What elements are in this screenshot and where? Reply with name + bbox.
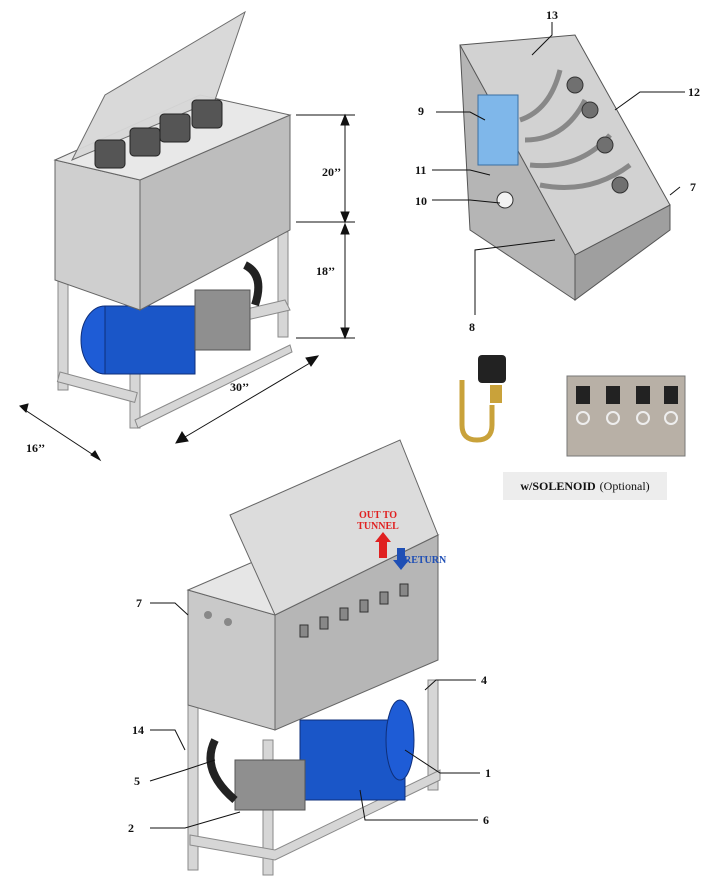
flow-arrows xyxy=(375,532,409,570)
callout-13: 13 xyxy=(546,8,558,22)
callout-5: 5 xyxy=(134,774,140,788)
solenoid-caption: w/SOLENOID (Optional) xyxy=(503,472,667,500)
solenoid-photo-1 xyxy=(445,350,535,455)
dimension-18in: 18’’ xyxy=(316,264,336,278)
leader-lines-tank xyxy=(432,22,685,315)
motor-top xyxy=(80,261,263,375)
callout-11: 11 xyxy=(415,163,427,177)
return-label: RETURN xyxy=(404,555,447,566)
solenoid-photo-2 xyxy=(566,375,686,457)
dimension-lines xyxy=(19,113,355,462)
dimension-16in: 16’’ xyxy=(26,441,46,455)
dimension-30in: 30’’ xyxy=(230,380,250,394)
unit-bottom xyxy=(186,439,441,876)
callout-9: 9 xyxy=(418,104,424,118)
callout-14: 14 xyxy=(132,723,144,737)
solenoid-caption-optional: (Optional) xyxy=(599,478,650,493)
solenoid-caption-bold: w/SOLENOID xyxy=(520,478,596,493)
callout-10: 10 xyxy=(415,194,427,208)
out-to-tunnel-label: OUT TO TUNNEL xyxy=(357,510,399,532)
callout-8: 8 xyxy=(469,320,475,334)
callout-2: 2 xyxy=(128,821,134,835)
return-arrow xyxy=(393,548,409,570)
callout-7-top: 7 xyxy=(690,180,696,194)
callout-4: 4 xyxy=(481,673,487,687)
motor-bottom xyxy=(206,699,415,811)
callout-12: 12 xyxy=(688,85,700,99)
out-arrow xyxy=(375,532,391,558)
dimension-20in: 20’’ xyxy=(322,165,342,179)
leader-lines-bottom xyxy=(149,602,480,829)
tank-interior xyxy=(459,34,671,301)
callout-7-bottom: 7 xyxy=(136,596,142,610)
unit-top-left xyxy=(53,10,293,429)
callout-6: 6 xyxy=(483,813,489,827)
callout-1: 1 xyxy=(485,766,491,780)
